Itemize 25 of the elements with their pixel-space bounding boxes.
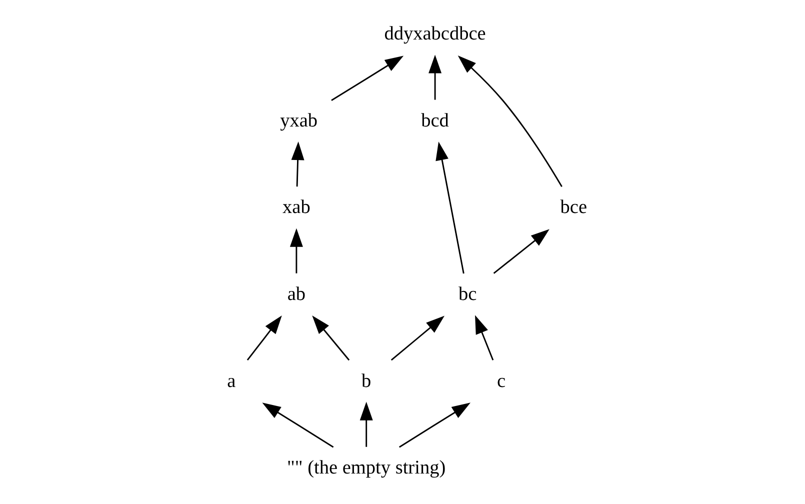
arrow bbox=[428, 54, 442, 100]
arrow bbox=[291, 141, 304, 187]
node-text: "" (the empty string) bbox=[287, 458, 446, 479]
arrow bbox=[493, 229, 550, 274]
arrow bbox=[475, 315, 494, 360]
node-text: b bbox=[362, 370, 372, 392]
node-text: bcd bbox=[421, 110, 449, 132]
node-text: ddyxabcdbce bbox=[384, 24, 486, 45]
arrow bbox=[398, 402, 470, 448]
node-text: bce bbox=[560, 197, 588, 218]
arrow bbox=[246, 315, 282, 361]
arrow bbox=[290, 228, 303, 274]
arrow bbox=[390, 316, 445, 361]
arrow bbox=[458, 55, 562, 188]
node-text: c bbox=[497, 370, 506, 392]
arrow bbox=[312, 316, 350, 361]
arrow bbox=[262, 402, 334, 448]
node-text: ab bbox=[287, 284, 306, 305]
node-text: bc bbox=[458, 284, 477, 305]
arrow bbox=[360, 402, 373, 447]
arrow bbox=[331, 56, 404, 102]
node-text: a bbox=[227, 370, 236, 392]
arrow bbox=[436, 142, 464, 274]
node-text: xab bbox=[282, 197, 310, 218]
node-text: yxab bbox=[280, 110, 318, 132]
